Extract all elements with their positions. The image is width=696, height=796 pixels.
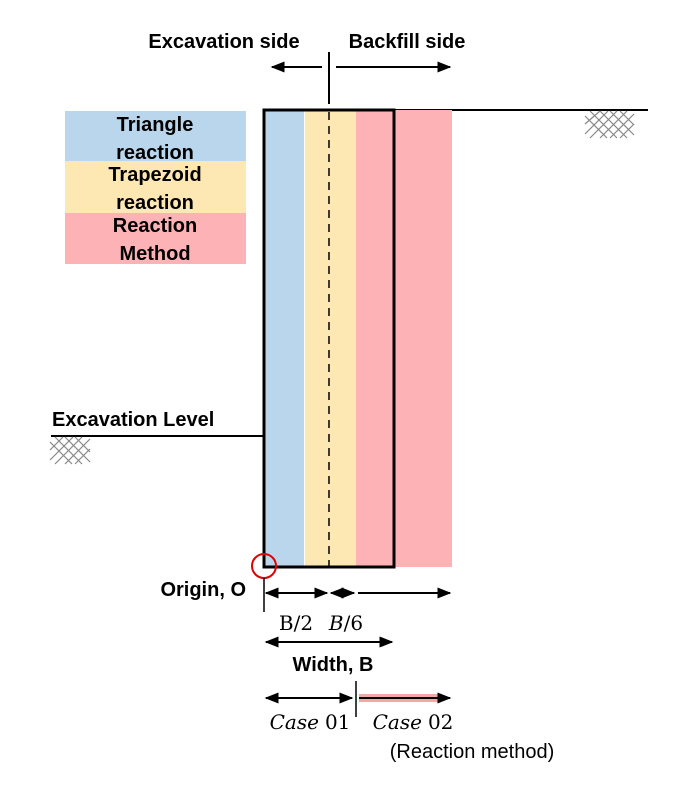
legend-triangle-label-line2: reaction — [116, 142, 194, 164]
legend-reaction-label-line1: Reaction — [113, 215, 197, 237]
legend-triangle-label-line1: Triangle — [117, 114, 194, 136]
b-sixth-label: B/6 — [328, 611, 363, 635]
legend-triangle-swatch — [65, 111, 246, 161]
width-label: Width, B — [293, 654, 374, 676]
origin-label: Origin, O — [160, 579, 246, 601]
legend-trapezoid-swatch — [65, 161, 246, 213]
backfill-ground-hatch — [584, 110, 635, 139]
case02-note-label: (Reaction method) — [390, 741, 555, 763]
legend-reaction-swatch — [65, 213, 246, 264]
legend: Triangle reaction Trapezoid reaction Rea… — [65, 111, 246, 265]
excavation-ground-hatch — [49, 436, 91, 465]
foundation-outline — [262, 108, 396, 569]
backfill-side-label: Backfill side — [349, 31, 466, 53]
legend-reaction-label-line2: Method — [119, 243, 190, 265]
trapezoid-reaction-band — [305, 110, 356, 567]
triangle-reaction-band — [264, 110, 304, 567]
excavation-side-label: Excavation side — [148, 31, 299, 53]
reaction-method-band — [356, 110, 452, 567]
b-half-label: B/2 — [279, 611, 313, 635]
excavation-level-label: Excavation Level — [52, 409, 214, 431]
legend-trapezoid-label-line1: Trapezoid — [108, 164, 201, 186]
legend-trapezoid-label-line2: reaction — [116, 192, 194, 214]
